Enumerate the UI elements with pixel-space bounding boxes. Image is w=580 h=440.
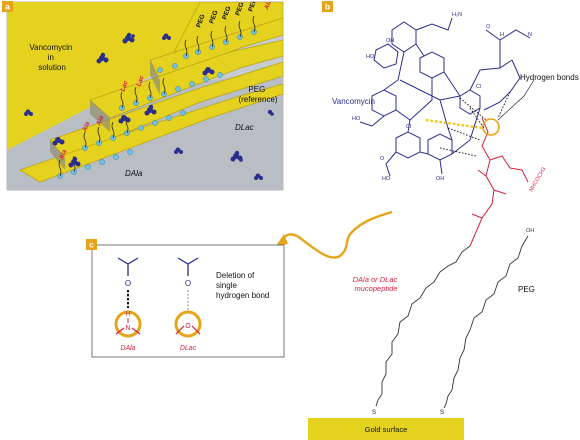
svg-text:N: N xyxy=(528,32,532,38)
sulfur-label-2: S xyxy=(440,410,444,416)
dlac-diagram: O O DLac xyxy=(174,257,202,352)
svg-text:HO: HO xyxy=(366,54,375,60)
svg-text:O: O xyxy=(486,24,491,30)
peg-tags: PEG PEG PEG PEG PEG xyxy=(195,0,258,29)
peg-reference-label: PEG (reference) xyxy=(238,85,277,104)
svg-text:O: O xyxy=(380,156,385,162)
svg-text:OH: OH xyxy=(526,228,534,234)
svg-text:Lac: Lac xyxy=(135,74,146,87)
panel-c-letter: c xyxy=(89,240,94,250)
svg-text:O: O xyxy=(185,279,191,288)
hydrogen-bond-lines xyxy=(439,91,511,157)
deletion-label: Deletion of single hydrogen bond xyxy=(216,271,269,300)
svg-text:Cl: Cl xyxy=(406,124,411,130)
svg-text:O: O xyxy=(125,279,131,288)
gold-surface xyxy=(308,418,464,440)
svg-text:PEG: PEG xyxy=(234,1,245,16)
svg-text:HO: HO xyxy=(382,176,391,182)
mucopeptide-label: DAla or DLac mucopeptide xyxy=(353,275,400,293)
dlac-label-c: DLac xyxy=(180,345,197,352)
vancomycin-solution-label: Vancomycin in solution xyxy=(29,43,74,72)
panel-c: c O H N DAla O O DLac Deletion of single xyxy=(86,239,285,358)
svg-text:Ala: Ala xyxy=(58,148,69,161)
svg-text:PEG: PEG xyxy=(247,0,258,13)
svg-text:O: O xyxy=(185,323,191,330)
svg-text:H₂N: H₂N xyxy=(452,12,462,18)
panel-a-letter: a xyxy=(5,2,10,12)
svg-text:Cl: Cl xyxy=(476,84,481,90)
panel-a: PEG PEG PEG PEG PEG Ala Lac Lac Ala Ala … xyxy=(2,0,284,191)
vancomycin-label: Vancomycin xyxy=(332,97,375,106)
panel-b-letter: b xyxy=(325,2,330,12)
svg-text:PEG: PEG xyxy=(195,13,206,28)
gold-surface-label: Gold surface xyxy=(365,425,408,434)
mucopeptide-chain xyxy=(469,117,529,247)
svg-text:PEG: PEG xyxy=(208,9,219,24)
svg-text:H: H xyxy=(125,311,130,318)
hydrogen-bonds-label: Hydrogen bonds xyxy=(520,73,579,82)
svg-text:OH: OH xyxy=(436,176,444,182)
vancomycin-structure xyxy=(359,17,531,177)
svg-text:Lac: Lac xyxy=(119,79,130,92)
ridge-strips xyxy=(19,2,283,183)
vancomycin-clusters xyxy=(24,32,274,180)
dlac-label-a: DLac xyxy=(235,123,254,132)
sulfur-label-1: S xyxy=(372,410,376,416)
mucopeptide-linker xyxy=(377,245,471,401)
residue-tags: Ala Lac Lac Ala Ala Ala xyxy=(58,0,274,162)
svg-text:H: H xyxy=(500,32,504,38)
svg-text:HO: HO xyxy=(352,116,361,122)
svg-text:Ala: Ala xyxy=(95,114,106,127)
dala-diagram: O H N DAla xyxy=(114,257,142,352)
peg-label-b: PEG xyxy=(518,285,535,294)
svg-text:Ala: Ala xyxy=(263,0,274,12)
peg-chain xyxy=(445,235,529,405)
orange-arrow xyxy=(276,210,393,259)
svg-text:PEG: PEG xyxy=(221,5,232,20)
dala-label-a: DAla xyxy=(125,169,143,178)
svg-text:Ala: Ala xyxy=(81,120,92,133)
dala-label-c: DAla xyxy=(120,345,135,352)
nhcoch3-label: NHCOCH3 xyxy=(529,166,548,193)
surface-dots xyxy=(57,29,257,179)
svg-text:N: N xyxy=(125,325,130,332)
svg-text:OH: OH xyxy=(386,38,394,44)
deleted-bond-line xyxy=(425,118,483,130)
